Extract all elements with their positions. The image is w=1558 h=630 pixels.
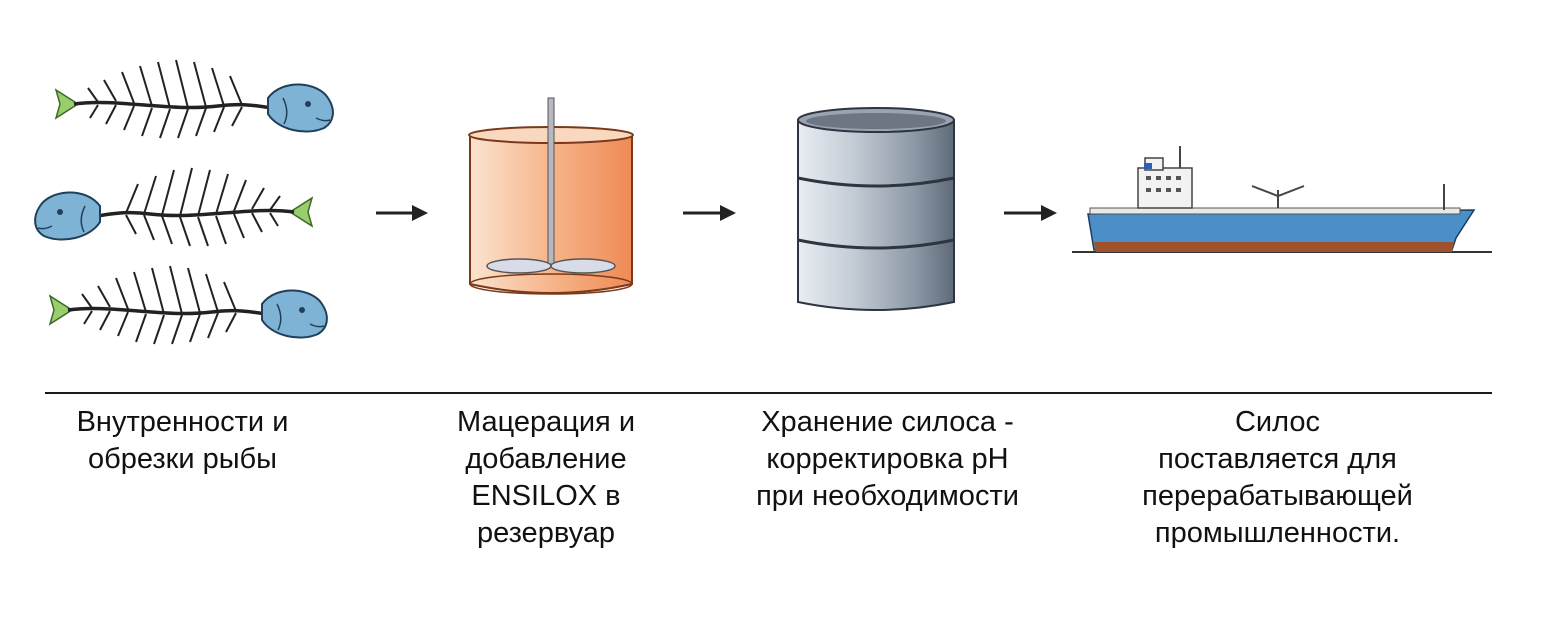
caption-line: при необходимости — [756, 480, 1019, 512]
caption-line: Хранение силоса - — [761, 406, 1014, 438]
arrow-right-icon — [683, 205, 736, 221]
fish-skeleton-icon — [33, 58, 335, 346]
caption-line: перерабатывающей — [1142, 480, 1413, 512]
caption-line: промышленности. — [1154, 517, 1401, 549]
caption-line: поставляется для — [1158, 443, 1397, 475]
caption-line: Мацерация и — [456, 406, 636, 438]
arrow-right-icon — [376, 205, 428, 221]
caption-line: обрезки рыбы — [87, 443, 278, 475]
caption-line: Силос — [1234, 406, 1321, 438]
caption-maceration: Мацерация и добавление ENSILOX в резерву… — [400, 404, 692, 552]
caption-line: ENSILOX в — [471, 480, 621, 512]
arrow-right-icon — [1004, 205, 1057, 221]
caption-line: добавление — [465, 443, 627, 475]
tanker-ship-icon — [1072, 146, 1492, 253]
caption-line: Внутренности и — [76, 406, 289, 438]
steel-drum-icon — [797, 107, 955, 311]
caption-line: резервуар — [476, 517, 616, 549]
caption-fish-waste: Внутренности и обрезки рыбы — [40, 404, 325, 478]
mixing-tank-icon — [468, 97, 634, 295]
caption-line: корректировка рН — [766, 443, 1009, 475]
caption-delivery: Силос поставляется для перерабатывающей … — [1100, 404, 1455, 552]
caption-storage: Хранение силоса - корректировка рН при н… — [720, 404, 1055, 515]
divider-line — [45, 392, 1492, 394]
